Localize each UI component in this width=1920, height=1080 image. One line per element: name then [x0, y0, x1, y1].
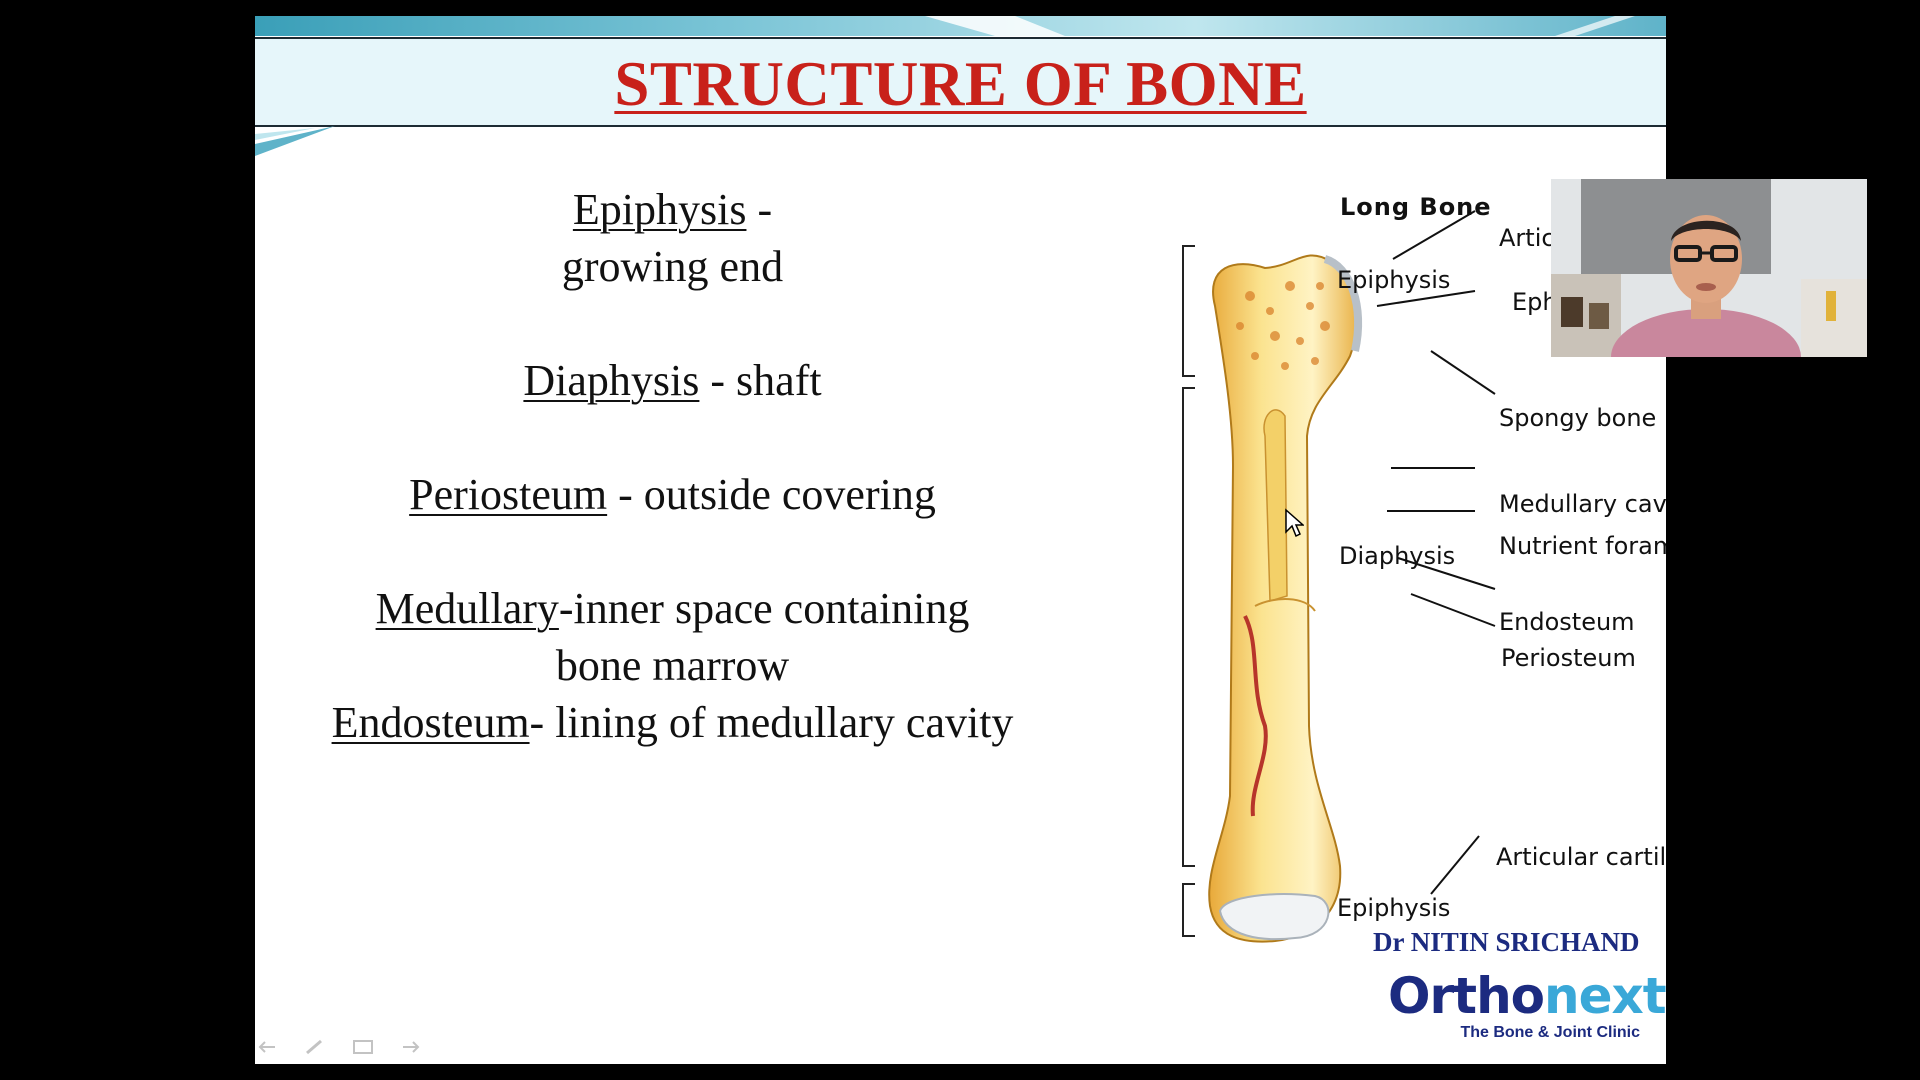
- next-slide-icon[interactable]: [399, 1038, 423, 1056]
- definition-endosteum: - lining of medullary cavity: [529, 698, 1014, 747]
- logo-part-next: next: [1544, 967, 1666, 1025]
- slides-menu-icon[interactable]: [351, 1038, 375, 1056]
- title-bar: STRUCTURE OF BONE: [255, 37, 1666, 127]
- previous-slide-icon[interactable]: [255, 1038, 279, 1056]
- logo-part-ortho: Ortho: [1388, 967, 1545, 1025]
- slide-title: STRUCTURE OF BONE: [614, 49, 1307, 119]
- label-epiphysis-top: Epiphysis: [1337, 266, 1451, 294]
- label-epiphysis-bottom: Epiphysis: [1337, 894, 1451, 922]
- label-diaphysis: Diaphysis: [1339, 542, 1456, 570]
- label-nutrient-foramen: Nutrient foramen: [1499, 532, 1666, 560]
- term-epiphysis: Epiphysis: [572, 185, 747, 234]
- definition-bone-marrow: bone marrow: [555, 641, 790, 690]
- label-periosteum: Periosteum: [1501, 644, 1636, 672]
- label-spongy-bone: Spongy bone: [1499, 404, 1657, 432]
- definition-medullary: -inner space containing: [558, 584, 970, 633]
- text-line-bone-marrow: bone marrow: [255, 637, 1090, 694]
- logo-tagline: The Bone & Joint Clinic: [1460, 1024, 1640, 1041]
- slideshow-controls: [255, 1038, 423, 1056]
- pen-icon[interactable]: [303, 1038, 327, 1056]
- bone-illustration: [1182, 210, 1496, 943]
- text-line-growing-end: growing end: [255, 238, 1090, 295]
- text-line-endosteum: Endosteum- lining of medullary cavity: [255, 694, 1090, 751]
- term-medullary: Medullary: [375, 584, 559, 633]
- figure-heading: Long Bone: [1340, 193, 1492, 221]
- presenter-webcam-video: [1551, 179, 1867, 357]
- text-line-medullary: Medullary-inner space containing: [255, 580, 1090, 637]
- term-periosteum: Periosteum: [409, 470, 608, 519]
- definition-periosteum: - outside covering: [607, 470, 936, 519]
- text-line-epiphysis: Epiphysis -: [255, 181, 1090, 238]
- text-line-diaphysis: Diaphysis - shaft: [255, 352, 1090, 409]
- label-articular-cartilage-bottom: Articular cartilage: [1496, 843, 1666, 871]
- text-line-periosteum: Periosteum - outside covering: [255, 466, 1090, 523]
- presenter-video-feed: [1551, 179, 1867, 357]
- label-endosteum: Endosteum: [1499, 608, 1635, 636]
- header-stripe-decoration: [925, 16, 1635, 36]
- presenter-name: Dr NITIN SRICHAND: [1373, 927, 1640, 957]
- slide-body-text: Epiphysis - growing end Diaphysis - shaf…: [255, 181, 1090, 751]
- definition-epiphysis-dash: -: [746, 185, 773, 234]
- definition-growing-end: growing end: [561, 242, 784, 291]
- orthonext-logo: Orthonext The Bone & Joint Clinic: [1388, 967, 1666, 1042]
- presentation-slide: STRUCTURE OF BONE Epiphysis - growing en…: [255, 16, 1666, 1064]
- label-medullary-cavity: Medullary cavity: [1499, 490, 1666, 518]
- logo-wordmark: Orthonext: [1388, 967, 1666, 1025]
- mouse-cursor-icon: [1285, 508, 1304, 538]
- corner-swoosh-decoration: [255, 126, 335, 156]
- term-diaphysis: Diaphysis: [523, 356, 700, 405]
- definition-diaphysis: - shaft: [699, 356, 822, 405]
- term-endosteum: Endosteum: [331, 698, 530, 747]
